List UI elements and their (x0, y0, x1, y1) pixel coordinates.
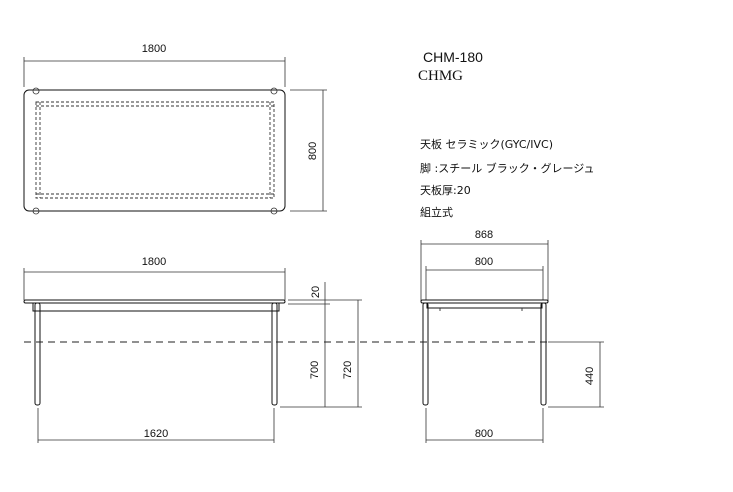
spec-list: 天板 セラミック(GYC/IVC) 脚 :スチール ブラック・グレージュ 天板厚… (420, 137, 595, 219)
front-left-leg (34, 302, 41, 406)
plan-frame-outer (35, 101, 275, 199)
side-leg-span-label: 800 (475, 428, 493, 440)
clearance-height-label: 440 (584, 367, 596, 385)
plan-leg-foot (270, 87, 278, 95)
spec-assembly: 組立式 (420, 205, 453, 219)
side-total-depth-label: 868 (475, 229, 493, 241)
plan-leg-foot (32, 87, 40, 95)
top-thickness-label: 20 (310, 286, 322, 298)
height-to-frame-label: 700 (309, 361, 321, 379)
side-apron (426, 302, 543, 309)
plan-view: 1800 800 (23, 43, 327, 215)
plan-depth-label: 800 (307, 142, 319, 160)
plan-leg-foot (32, 207, 40, 215)
front-leg-span-label: 1620 (144, 428, 168, 440)
front-view: 1800 1620 20 700 720 (23, 256, 362, 443)
plan-width-label: 1800 (142, 43, 166, 55)
side-left-leg (422, 302, 429, 406)
side-right-leg (540, 302, 547, 406)
front-width-label: 1800 (142, 256, 166, 268)
side-top-depth-label: 800 (475, 256, 493, 268)
plan-tabletop (23, 89, 286, 212)
plan-leg-foot (270, 207, 278, 215)
spec-thickness: 天板厚:20 (420, 183, 471, 197)
total-height-label: 720 (342, 361, 354, 379)
product-series: CHMG (418, 68, 463, 84)
product-code: CHM-180 (423, 49, 483, 65)
side-view: 868 800 800 440 (420, 229, 604, 443)
spec-legs: 脚 :スチール ブラック・グレージュ (420, 161, 595, 175)
front-apron (32, 302, 280, 312)
front-right-leg (271, 302, 278, 406)
spec-top: 天板 セラミック(GYC/IVC) (420, 137, 553, 151)
